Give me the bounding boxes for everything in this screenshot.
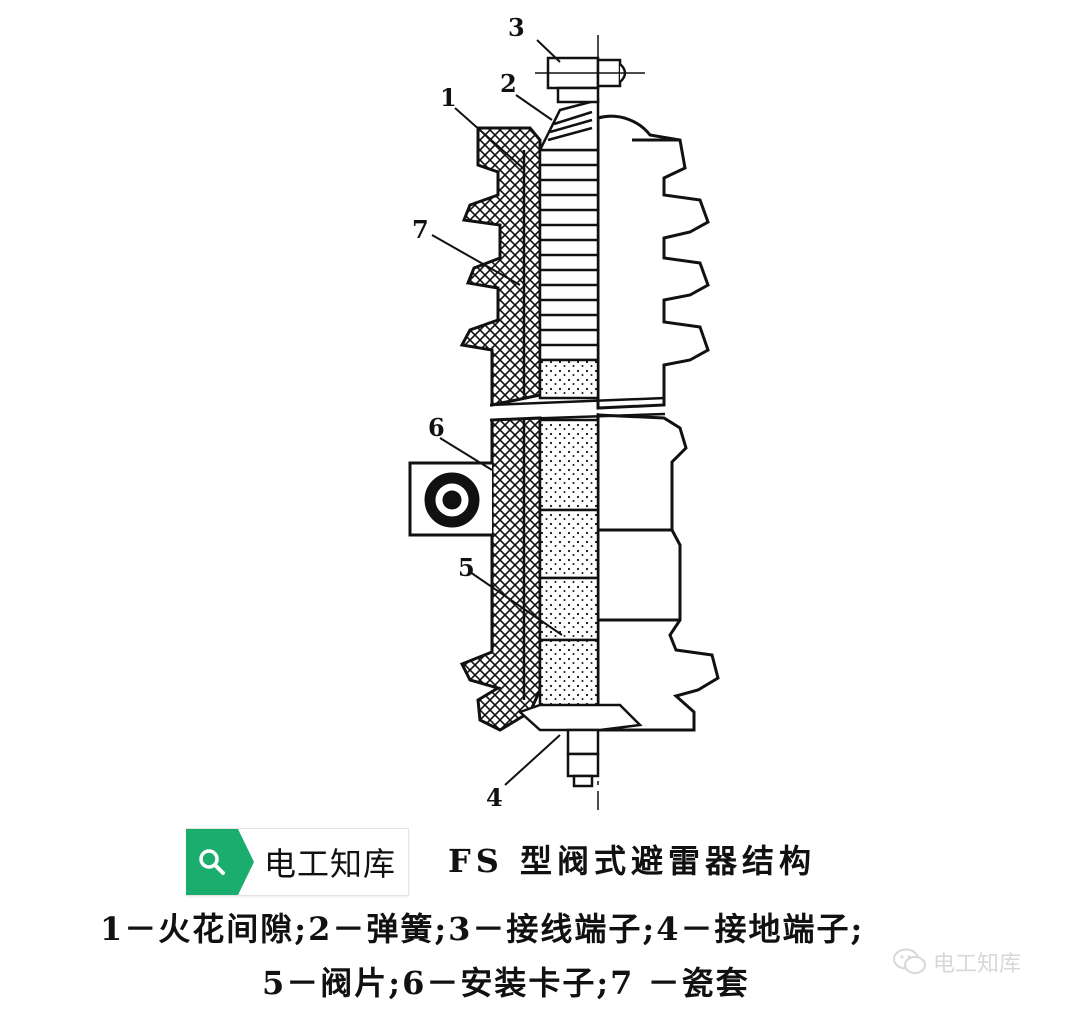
porcelain-wall-upper [459,126,542,407]
spark-gap-stack [538,148,600,362]
label-4: 4 [486,783,503,812]
wechat-icon [893,948,926,974]
arrester-diagram: 3 2 1 7 6 5 4 [408,13,720,812]
porcelain-housing-lower [596,413,720,732]
spring [537,98,600,152]
figure-title: FS 型阀式避雷器结构 [448,842,816,880]
legend-line-2: 5－阀片;6－安装卡子;7 －瓷套 [262,964,750,1002]
label-3: 3 [508,13,525,42]
mounting-clip [408,461,492,537]
leader-lines [431,39,563,786]
source-badge[interactable]: 电工知库 [186,828,410,896]
label-6: 6 [428,413,445,442]
badge-text: 电工知库 [264,845,397,883]
watermark-text: 电工知库 [933,952,1022,977]
label-1: 1 [440,83,457,112]
break-line [489,396,666,422]
legend-line-1: 1－火花间隙;2－弹簧;3－接线端子;4－接地端子; [100,910,865,948]
ground-terminal [517,703,643,788]
line-terminal [535,56,645,104]
label-7: 7 [412,215,429,244]
valve-discs [538,358,600,710]
label-5: 5 [458,553,475,582]
watermark: 电工知库 [893,946,1021,978]
porcelain-housing-upper [596,114,710,410]
label-2: 2 [500,69,517,98]
search-icon[interactable] [186,829,254,895]
